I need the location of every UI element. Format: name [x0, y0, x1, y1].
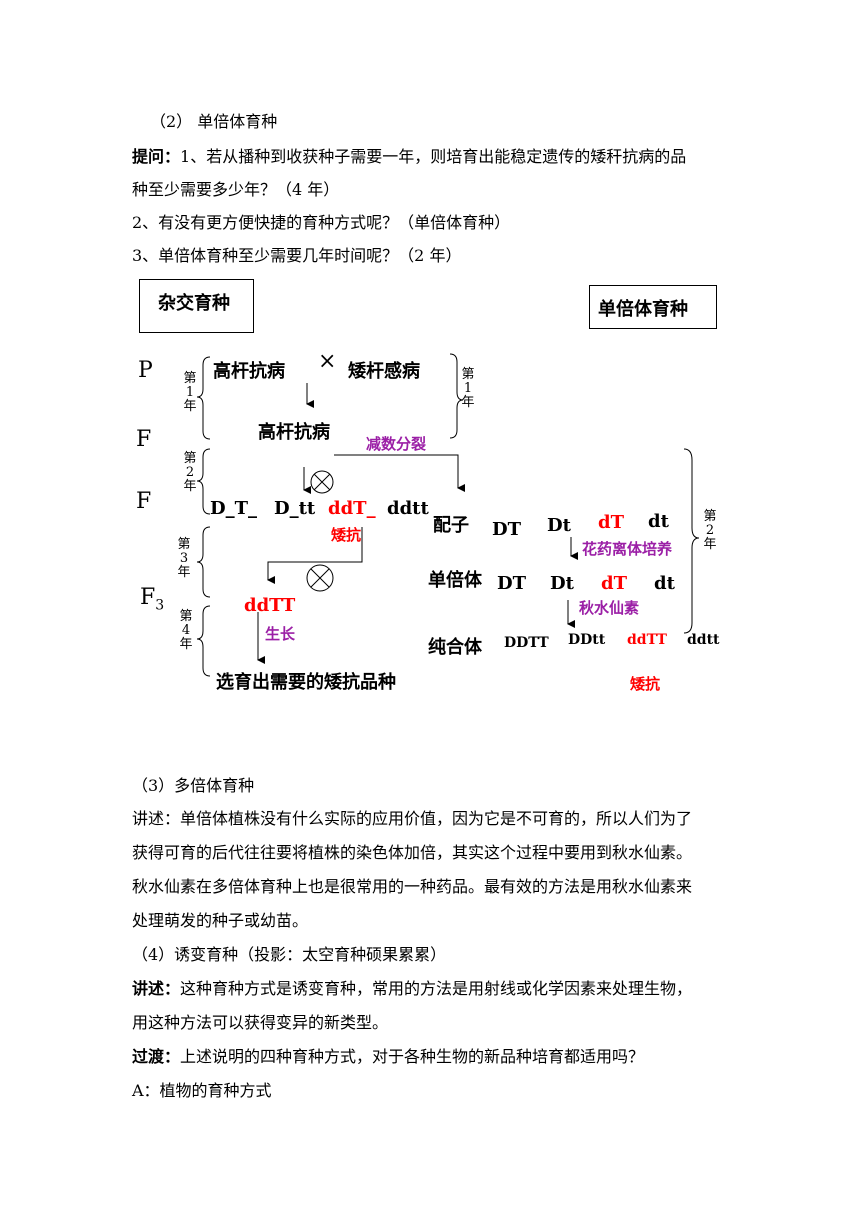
section-4-text: 这种育种方式是诱变育种，常用的方法是用射线或化学因素来处理生物， [180, 979, 693, 998]
brace-year-4-left [196, 605, 211, 677]
f2-genotype-ddt: ddT_ [328, 498, 376, 519]
self-cross-symbol-1 [310, 470, 334, 494]
haploid-dt-3: dT [601, 573, 627, 594]
question-3: 3、单倍体育种至少需要几年时间呢？（2 年） [132, 246, 462, 265]
section-2-heading: （2） 单倍体育种 [150, 112, 278, 131]
meiosis-label: 减数分裂 [366, 435, 427, 453]
f2-genotype-d-tt: D_tt [274, 498, 316, 519]
anther-culture-label: 花药离体培养 [582, 540, 673, 558]
f2-genotype-d-t: D_T_ [210, 498, 258, 519]
generation-f3-letter: F [140, 585, 156, 610]
self-cross-symbol-2 [306, 564, 334, 592]
generation-p: P [138, 358, 153, 383]
colchicine-label: 秋水仙素 [579, 599, 640, 617]
brace-year-2-right [683, 448, 700, 634]
transition-label: 过渡： [132, 1047, 181, 1066]
gamete-label: 配子 [433, 515, 469, 536]
haploid-breeding-box [589, 285, 717, 329]
brace-year-2-left [196, 448, 211, 515]
year-2-right-label: 第2年 [703, 509, 717, 552]
year-1-left-label: 第1年 [183, 371, 197, 414]
brace-year-1-left [196, 356, 211, 440]
generation-f3: F3 [140, 585, 164, 618]
homozygote-label: 纯合体 [428, 637, 482, 658]
parent-short-susceptible: 矮杆感病 [348, 361, 420, 382]
arrow-meiosis [334, 454, 465, 492]
f2-genotype-ddtt: ddtt [387, 498, 429, 519]
question-2: 2、有没有更方便快捷的育种方式呢？（单倍体育种） [132, 213, 511, 232]
section-3-para-line-1: 讲述：单倍体植株没有什么实际的应用价值，因为它是不可育的，所以人们为了 [132, 809, 693, 828]
arrow-f2-to-f3 [267, 527, 363, 584]
generation-f2: F [136, 489, 152, 514]
narration-label: 讲述： [132, 979, 181, 998]
brace-year-3-left [196, 526, 211, 598]
hybrid-breeding-box [139, 279, 254, 333]
plant-breeding-line: A：植物的育种方式 [132, 1081, 272, 1100]
transition-line: 过渡：上述说明的四种育种方式，对于各种生物的新品种培育都适用吗？ [132, 1047, 644, 1067]
cross-symbol: × [318, 349, 337, 374]
hybrid-breeding-title: 杂交育种 [158, 293, 230, 314]
f1-tall-resistant: 高杆抗病 [258, 422, 330, 443]
selected-variety: 选育出需要的矮抗品种 [216, 672, 396, 693]
question-1-line-2: 种至少需要多少年？（4 年） [132, 180, 340, 199]
gamete-dt-1: DT [492, 519, 522, 540]
f3-genotype-ddtt: ddTT [244, 595, 296, 616]
question-1-line-1: 提问：1、若从播种到收获种子需要一年，则培育出能稳定遗传的矮秆抗病的品 [132, 147, 686, 167]
section-4-heading: （4）诱变育种（投影：太空育种硕果累累） [132, 945, 447, 964]
section-3-heading: （3）多倍体育种 [132, 776, 255, 795]
brace-year-1-right [449, 353, 464, 439]
gamete-dt-3: dT [598, 512, 624, 533]
parent-tall-resistant: 高杆抗病 [213, 361, 285, 382]
year-2-left-label: 第2年 [183, 451, 197, 494]
section-3-para-line-4: 处理萌发的种子或幼苗。 [132, 911, 309, 930]
homozygote-ddtt-3: ddTT [627, 632, 667, 648]
haploid-dt-2: Dt [550, 573, 574, 594]
year-4-left-label: 第4年 [179, 609, 193, 652]
section-3-para-line-3: 秋水仙素在多倍体育种上也是很常用的一种药品。最有效的方法是用秋水仙素来 [132, 877, 693, 896]
haploid-dt-1: DT [497, 573, 527, 594]
gamete-dt-2: Dt [547, 515, 571, 536]
gamete-dt-4: dt [648, 511, 669, 532]
haploid-label: 单倍体 [428, 570, 482, 591]
generation-f1: F [136, 427, 152, 452]
haploid-breeding-title: 单倍体育种 [598, 299, 688, 320]
question-label: 提问： [132, 147, 181, 166]
haploid-dt-4: dt [654, 573, 675, 594]
year-3-left-label: 第3年 [177, 537, 191, 580]
homozygote-ddtt-1: DDTT [504, 635, 549, 651]
growth-label: 生长 [265, 625, 296, 643]
section-4-para-line-1: 讲述：这种育种方式是诱变育种，常用的方法是用射线或化学因素来处理生物， [132, 979, 692, 999]
section-4-para-line-2: 用这种方法可以获得变异的新类型。 [132, 1013, 389, 1032]
homozygote-ddtt-4: ddtt [687, 632, 720, 648]
transition-text: 上述说明的四种育种方式，对于各种生物的新品种培育都适用吗？ [180, 1047, 645, 1066]
homozygote-ddtt-2: DDtt [568, 632, 606, 648]
short-resistant-label: 矮抗 [331, 526, 362, 544]
question-1-text: 1、若从播种到收获种子需要一年，则培育出能稳定遗传的矮秆抗病的品 [180, 147, 687, 166]
year-1-right-label: 第1年 [461, 367, 475, 410]
short-resistant-right-label: 矮抗 [630, 675, 661, 693]
section-3-para-line-2: 获得可育的后代往往要将植株的染色体加倍，其实这个过程中要用到秋水仙素。 [132, 843, 693, 862]
generation-f3-subscript: 3 [155, 597, 165, 614]
